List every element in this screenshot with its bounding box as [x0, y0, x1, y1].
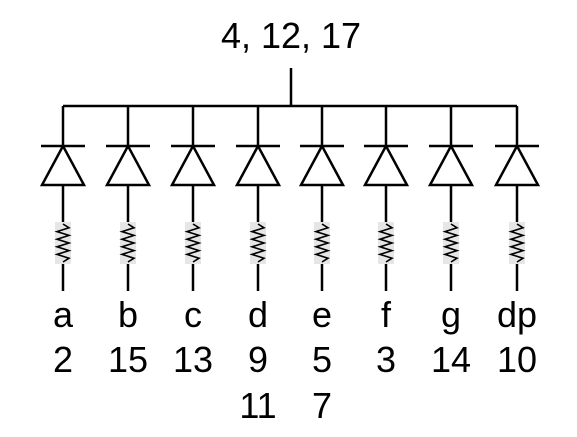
resistor-symbol — [377, 223, 395, 263]
diode-symbol — [427, 143, 475, 187]
segment-channel-f: f3 — [362, 106, 410, 380]
segment-name-label: g — [441, 294, 461, 335]
segment-name-label: c — [184, 294, 202, 335]
resistor-symbol — [249, 223, 267, 263]
segment-channel-e: e5 7 — [298, 106, 346, 426]
segment-pin-label: 3 — [376, 339, 396, 380]
diode-symbol — [39, 143, 87, 187]
segment-name-label: a — [53, 294, 74, 335]
segment-name-label: dp — [497, 294, 537, 335]
diode-symbol — [362, 143, 410, 187]
diode-symbol — [493, 143, 541, 187]
resistor-symbol — [184, 223, 202, 263]
diode-symbol — [298, 143, 346, 187]
segment-channel-c: c13 — [169, 106, 217, 380]
common-anode-pins-label: 4, 12, 17 — [221, 15, 361, 56]
segment-name-label: e — [312, 294, 332, 335]
segment-name-label: d — [248, 294, 268, 335]
segment-channel-d: d9 11 — [234, 106, 282, 426]
segment-name-label: b — [118, 294, 138, 335]
segment-pin-label: 10 — [497, 339, 537, 380]
resistor-symbol — [313, 223, 331, 263]
segment-channel-a: a2 — [39, 106, 87, 380]
segment-pin-label: 14 — [431, 339, 471, 380]
resistor-symbol — [442, 223, 460, 263]
resistor-symbol — [508, 223, 526, 263]
diode-symbol — [169, 143, 217, 187]
segment-extra-pin-label: 11 — [239, 385, 276, 426]
segment-name-label: f — [381, 294, 392, 335]
segment-extra-pin-label: 7 — [312, 385, 332, 426]
segment-pin-label: 15 — [108, 339, 148, 380]
segment-channel-b: b15 — [104, 106, 152, 380]
diode-symbol — [104, 143, 152, 187]
resistor-symbol — [119, 223, 137, 263]
resistor-symbol — [54, 223, 72, 263]
segment-channel-g: g14 — [427, 106, 475, 380]
diode-symbol — [234, 143, 282, 187]
segment-pin-label: 2 — [53, 339, 73, 380]
segment-pin-label: 5 — [312, 339, 332, 380]
segment-pin-label: 9 — [248, 339, 268, 380]
segment-pin-label: 13 — [173, 339, 213, 380]
